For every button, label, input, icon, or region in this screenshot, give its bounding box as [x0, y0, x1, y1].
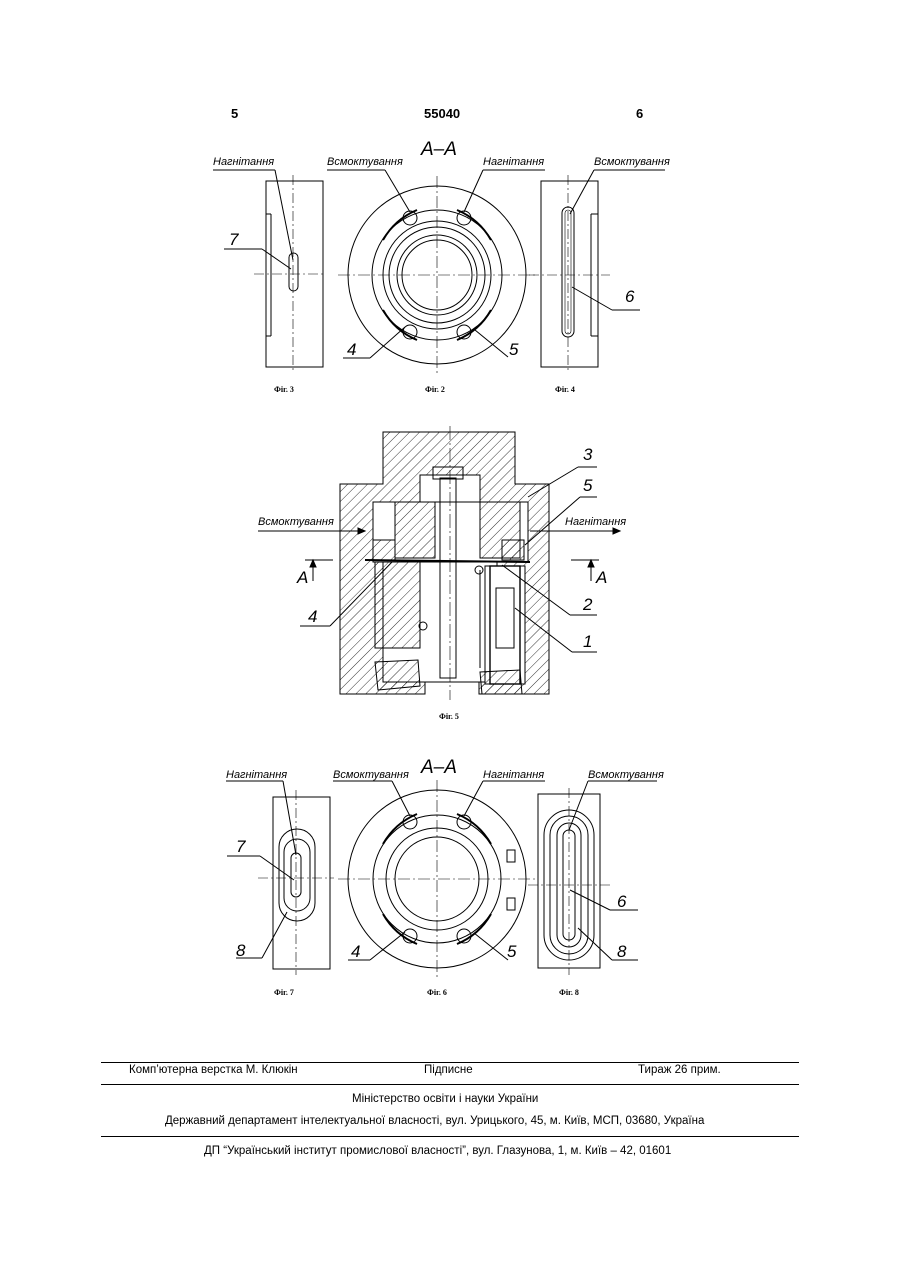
footer-circulation: Тираж 26 прим.: [638, 1064, 721, 1076]
footer-layout: Комп’ютерна верстка М. Клюкін: [129, 1064, 298, 1076]
footer-ministry: Міністерство освіти і науки України: [352, 1093, 538, 1105]
fig5-drawing: [258, 426, 620, 700]
footer-institute: ДП “Український інститут промислової вла…: [204, 1145, 671, 1157]
fig7-label: Нагнітання: [226, 769, 287, 781]
fig4-caption: Фіг. 4: [555, 385, 575, 394]
section-label-top: А–А: [420, 139, 457, 160]
fig6-part-5: 5: [507, 942, 517, 961]
fig2-part-4: 4: [347, 340, 356, 359]
fig2-label-discharge: Нагнітання: [483, 156, 544, 168]
fig8-label: Всмоктування: [588, 769, 664, 781]
footer-rule-2: [101, 1084, 799, 1085]
fig5-section-mark-right: А: [595, 568, 607, 587]
fig8-part-8: 8: [617, 942, 627, 961]
footer-department: Державний департамент інтелектуальної вл…: [165, 1115, 704, 1127]
fig3-part-7: 7: [229, 230, 239, 249]
fig5-label-discharge: Нагнітання: [565, 516, 626, 528]
fig3-caption: Фіг. 3: [274, 385, 294, 394]
fig6-label-suction: Всмоктування: [333, 769, 409, 781]
fig5-part-1: 1: [583, 632, 592, 651]
fig5-section-mark-left: А: [296, 568, 308, 587]
fig5-part-4: 4: [308, 607, 317, 626]
fig8-drawing: [528, 781, 657, 975]
fig5-part-5: 5: [583, 476, 593, 495]
fig6-part-4: 4: [351, 942, 360, 961]
fig2-part-5: 5: [509, 340, 519, 359]
fig6-caption: Фіг. 6: [427, 988, 447, 997]
fig8-caption: Фіг. 8: [559, 988, 579, 997]
fig5-label-suction: Всмоктування: [258, 516, 334, 528]
fig5-caption: Фіг. 5: [439, 712, 459, 721]
fig4-label: Всмоктування: [594, 156, 670, 168]
fig4-drawing: [529, 170, 665, 372]
fig3-label: Нагнітання: [213, 156, 274, 168]
fig2-caption: Фіг. 2: [425, 385, 445, 394]
fig5-part-3: 3: [583, 445, 593, 464]
footer-signed: Підписне: [424, 1064, 473, 1076]
fig3-drawing: [213, 170, 326, 372]
fig4-part-6: 6: [625, 287, 635, 306]
footer-rule-1: [101, 1062, 799, 1063]
footer-rule-3: [101, 1136, 799, 1137]
section-label-bottom: А–А: [420, 757, 457, 778]
fig6-label-discharge: Нагнітання: [483, 769, 544, 781]
fig2-label-suction: Всмоктування: [327, 156, 403, 168]
fig8-part-6: 6: [617, 892, 627, 911]
fig7-part-8: 8: [236, 941, 246, 960]
fig7-part-7: 7: [236, 837, 246, 856]
fig5-part-2: 2: [582, 595, 593, 614]
fig7-caption: Фіг. 7: [274, 988, 294, 997]
